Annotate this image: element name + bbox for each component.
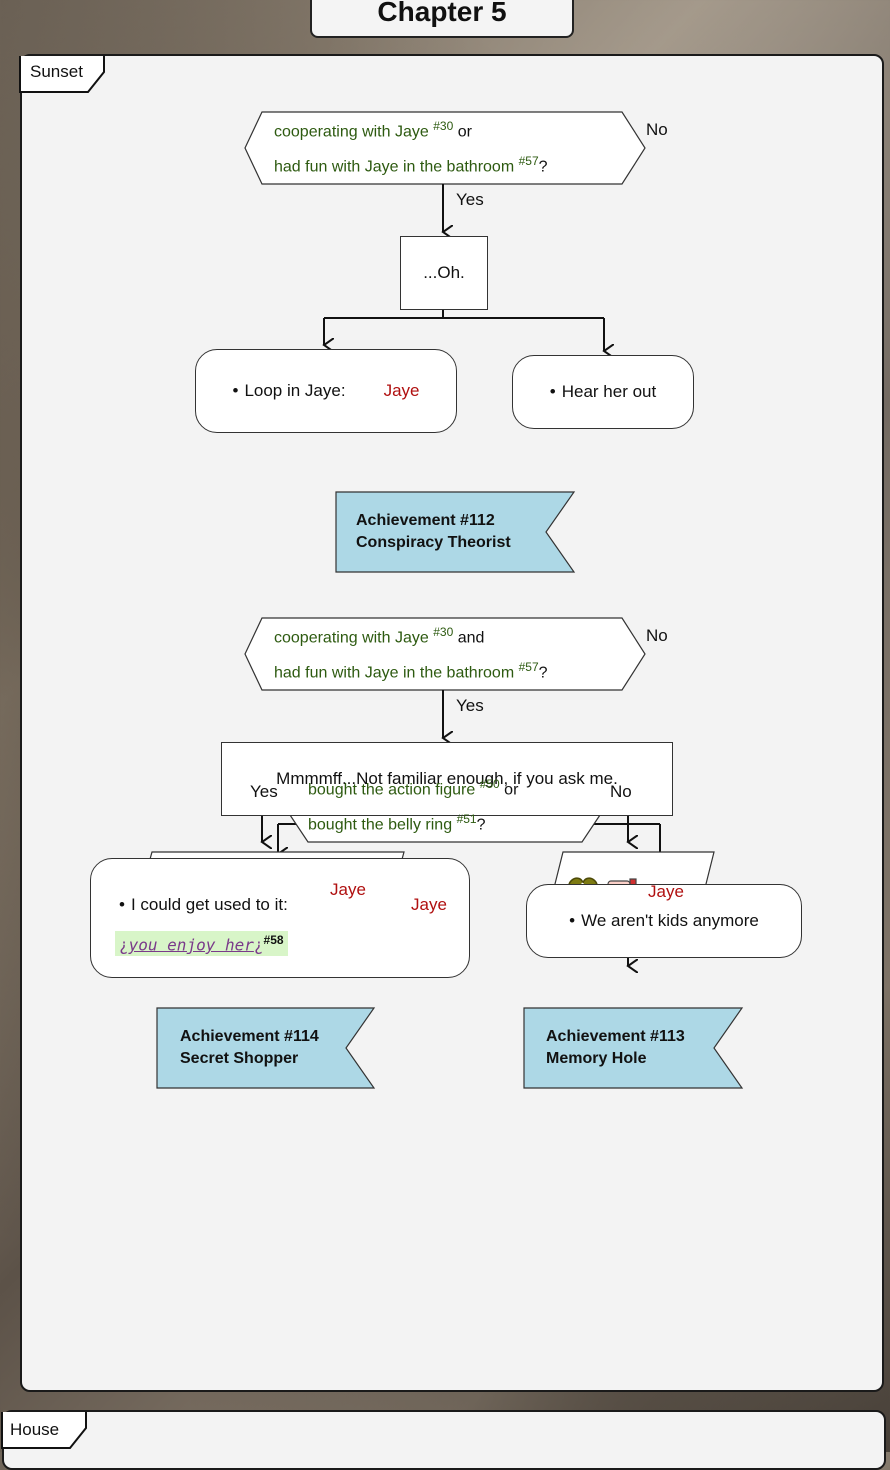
jaye-name: Jaye — [648, 882, 684, 901]
jaye-name: Jaye — [411, 895, 447, 914]
choice-hear-label: Hear her out — [550, 382, 657, 402]
choice-hear-her-out[interactable]: Hear her out — [512, 355, 694, 429]
condition3-yes-label: Yes — [250, 782, 278, 801]
condition1-line2: had fun with Jaye in the bathroom #57? — [274, 154, 548, 176]
achievement-112: Achievement #112 Conspiracy Theorist — [356, 510, 511, 554]
condition1-line1: cooperating with Jaye #30 or — [274, 119, 472, 141]
choice-loop-label: Loop in Jaye: — [232, 381, 345, 401]
choice-loop-in-jaye[interactable]: Loop in Jaye: Jaye — [195, 349, 457, 433]
achievement-114-name: Secret Shopper — [180, 1050, 299, 1067]
choice-used-label: I could get used to it: — [119, 895, 288, 915]
condition1-shape — [244, 111, 646, 185]
condition1-yes-label: Yes — [456, 190, 484, 209]
choice-kids-label: We aren't kids anymore — [569, 911, 759, 931]
chapter-title: Chapter 5 — [310, 0, 574, 38]
house-section-label: House — [10, 1420, 60, 1439]
achievement-113: Achievement #113 Memory Hole — [546, 1026, 685, 1070]
jaye-name: Jaye — [383, 381, 420, 400]
achievement-113-shape — [523, 1007, 744, 1089]
achievement-113-number: Achievement #113 — [546, 1028, 685, 1045]
achievement-114: Achievement #114 Secret Shopper — [180, 1026, 319, 1070]
house-tab — [1, 1412, 87, 1449]
jaye-name: Jaye — [330, 880, 366, 899]
sunset-tab — [19, 56, 105, 93]
sunset-section-label: Sunset — [30, 62, 83, 81]
choice-not-kids[interactable]: We aren't kids anymore — [526, 884, 802, 958]
oh-box: ...Oh. — [400, 236, 488, 310]
achievement-114-shape — [156, 1007, 376, 1089]
condition2-line1: cooperating with Jaye #30 and — [274, 625, 485, 647]
achievement-112-number: Achievement #112 — [356, 512, 495, 529]
achievement-113-name: Memory Hole — [546, 1050, 647, 1067]
achievement-112-shape — [335, 491, 576, 573]
achievement-112-name: Conspiracy Theorist — [356, 534, 511, 551]
hint-you-enjoy-her[interactable]: ¿you enjoy her¿#58 — [115, 931, 288, 957]
achievement-114-number: Achievement #114 — [180, 1028, 319, 1045]
condition3-line2: bought the belly ring #51? — [308, 812, 486, 834]
condition2-no-label: No — [646, 626, 668, 645]
condition2-line2: had fun with Jaye in the bathroom #57? — [274, 660, 548, 682]
choice-could-get-used[interactable]: I could get used to it: Jaye ¿you enjoy … — [90, 858, 470, 978]
condition2-yes-label: Yes — [456, 696, 484, 715]
condition3-line1: bought the action figure #50 or — [308, 777, 519, 799]
condition2-shape — [244, 617, 646, 691]
mmmmff-box: Mmmmff...Not familiar enough, if you ask… — [221, 742, 673, 816]
condition1-no-label: No — [646, 120, 668, 139]
condition3-no-label: No — [610, 782, 632, 801]
